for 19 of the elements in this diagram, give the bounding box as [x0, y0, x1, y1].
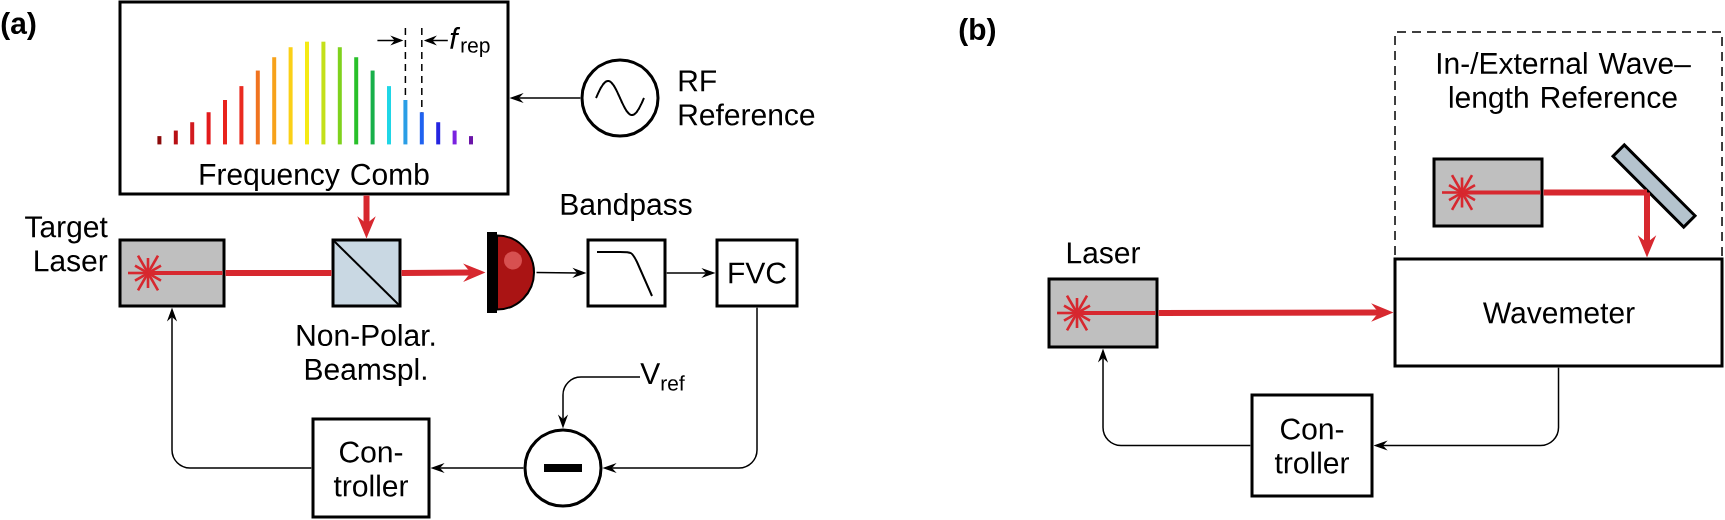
- spacing-label: f$_{rep}$: [450, 27, 490, 57]
- controller-box: Con- troller: [311, 417, 431, 519]
- device-label: Target Laser: [25, 216, 108, 272]
- panel-label: (a): [1, 12, 36, 40]
- device-label: Laser: [1067, 242, 1140, 264]
- device-label: Non-Polar. Beamspl.: [297, 324, 435, 386]
- converter-box: FVC: [715, 238, 799, 308]
- panel-label: (b): [959, 18, 996, 46]
- laser-beam: [225, 270, 332, 276]
- controller-box: Con- troller: [1250, 393, 1374, 498]
- subtractor-circle: [523, 428, 603, 508]
- voltage-label: V$_{ref}$: [640, 363, 685, 391]
- device-label: Bandpass: [561, 193, 692, 221]
- wavemeter-box: Wavemeter: [1393, 257, 1724, 368]
- photodiode-drawing: [487, 232, 535, 313]
- device-label: RF Reference: [679, 70, 815, 126]
- reference-frame: In-/External Wave– length Reference: [1394, 31, 1723, 260]
- laser-beam: [1543, 189, 1647, 196]
- laser-box: [1432, 157, 1544, 228]
